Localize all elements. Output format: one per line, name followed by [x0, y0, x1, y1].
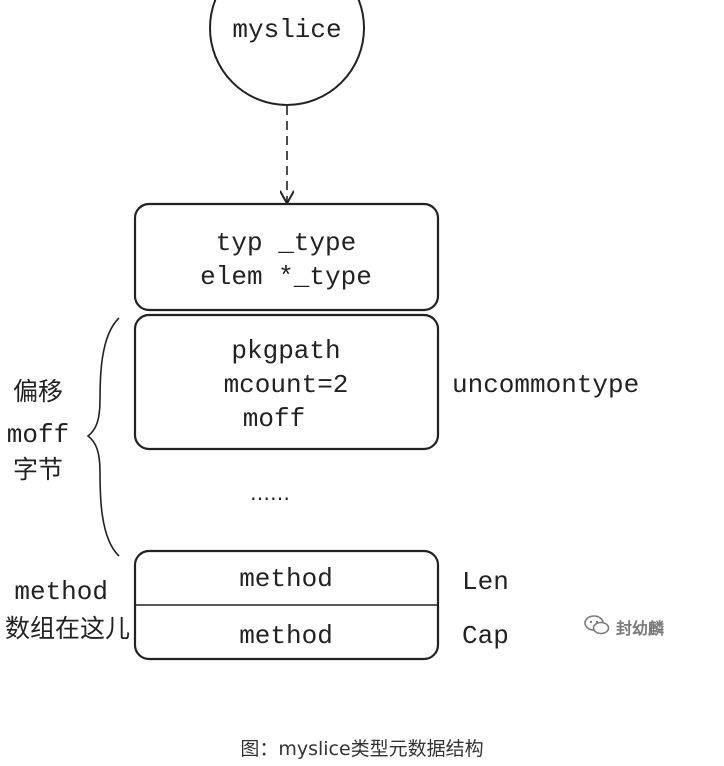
myslice-node — [209, 0, 365, 106]
method-array-label-line2: 数组在这儿 — [5, 614, 130, 643]
offset-label-line3: 字节 — [13, 455, 63, 484]
type-box — [133, 202, 440, 312]
method-row: method — [239, 564, 333, 594]
uncommontype-box — [133, 313, 440, 451]
offset-label-line1: 偏移 — [13, 377, 63, 406]
offset-brace — [86, 317, 120, 557]
type-box-line-elem: elem *_type — [200, 262, 372, 292]
method-row: method — [239, 621, 333, 651]
watermark: 封幼麟 — [584, 615, 664, 639]
wechat-icon — [584, 615, 610, 639]
uncommon-line-mcount: mcount=2 — [224, 370, 349, 400]
type-box-line-typ: typ _type — [216, 228, 356, 258]
uncommon-line-pkgpath: pkgpath — [231, 336, 340, 366]
figure-caption: 图：myslice类型元数据结构 — [240, 738, 484, 760]
offset-label-line2: moff — [7, 420, 69, 450]
cap-label: Cap — [462, 621, 509, 651]
len-label: Len — [462, 567, 509, 597]
myslice-node-label: myslice — [232, 15, 341, 45]
uncommontype-label: uncommontype — [452, 370, 639, 400]
ellipsis: …… — [250, 481, 290, 505]
method-array-label-line1: method — [14, 577, 108, 607]
watermark-text: 封幼麟 — [616, 619, 665, 638]
uncommon-line-moff: moff — [243, 404, 305, 434]
